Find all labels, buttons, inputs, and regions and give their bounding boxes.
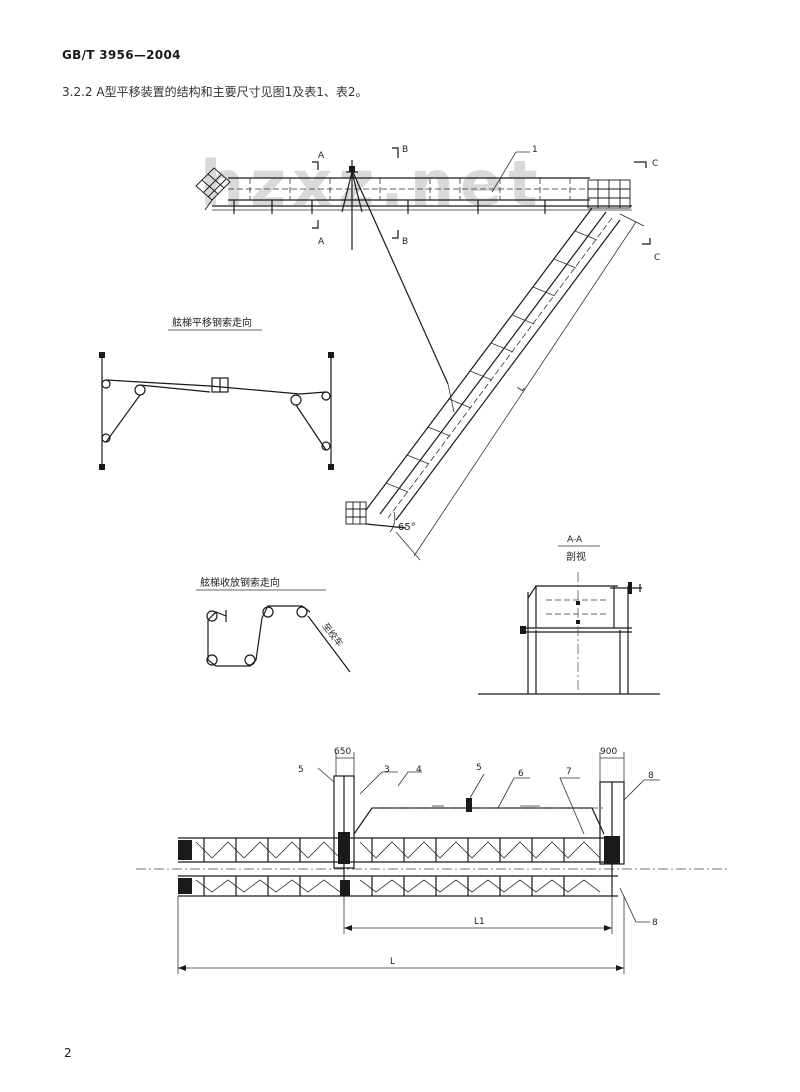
part-label-5-left: 5 — [298, 765, 304, 775]
section-view-a-a: A-A 剖视 — [478, 535, 660, 695]
part-label-6: 6 — [518, 769, 524, 779]
clause-text: 3.2.2 A型平移装置的结构和主要尺寸见图1及表1、表2。 — [62, 83, 368, 100]
dim-label-900: 900 — [600, 747, 617, 757]
clause-number: 3.2.2 — [62, 85, 93, 99]
section-view-subtitle: 剖视 — [566, 550, 586, 563]
section-mark-c: C C — [634, 159, 660, 263]
rope-diagram-2-title: 舷梯收放钢索走向 — [200, 576, 280, 589]
section-mark-a: A A — [312, 151, 325, 247]
clause-body: A型平移装置的结构和主要尺寸见图1及表1、表2。 — [96, 85, 368, 99]
dim-label-L: L — [390, 957, 395, 967]
part-label-7: 7 — [566, 767, 572, 777]
inclined-length-label: L — [516, 384, 527, 394]
elevation-view: A A B B C C 1 — [195, 145, 660, 263]
angle-label: 65° — [398, 522, 416, 533]
section-label-c-top: C — [652, 159, 658, 169]
watermark: hzxz.net — [200, 147, 544, 220]
section-label-b-top: B — [402, 145, 408, 155]
section-label-c-bottom: C — [654, 253, 660, 263]
page-number: 2 — [64, 1046, 72, 1060]
part-label-1: 1 — [532, 145, 538, 155]
rope-diagram-2-label: 至绞车 — [320, 620, 346, 649]
rope-diagram-2: 舷梯收放钢索走向 至绞车 — [196, 576, 351, 673]
section-mark-b: B B — [392, 145, 408, 247]
rope-diagram-1-title: 舷梯平移钢索走向 — [172, 316, 252, 329]
standard-number-header: GB/T 3956—2004 — [62, 48, 181, 62]
dim-label-L1: L1 — [474, 917, 485, 927]
part-label-8-top: 8 — [648, 771, 654, 781]
part-label-5-mid: 5 — [476, 763, 482, 773]
part-label-8-bottom: 8 — [652, 918, 658, 928]
plan-view: 650 900 5 3 4 5 6 7 8 8 — [136, 747, 728, 974]
section-view-title: A-A — [567, 535, 583, 545]
inclined-ladder: 65° L — [345, 169, 645, 561]
part-label-3: 3 — [384, 765, 390, 775]
section-label-a-bottom: A — [318, 237, 325, 247]
section-label-b-bottom: B — [402, 237, 408, 247]
part-label-4: 4 — [416, 765, 422, 775]
rope-diagram-1: 舷梯平移钢索走向 — [99, 316, 334, 470]
dim-label-650: 650 — [334, 747, 351, 757]
section-label-a-top: A — [318, 151, 325, 161]
